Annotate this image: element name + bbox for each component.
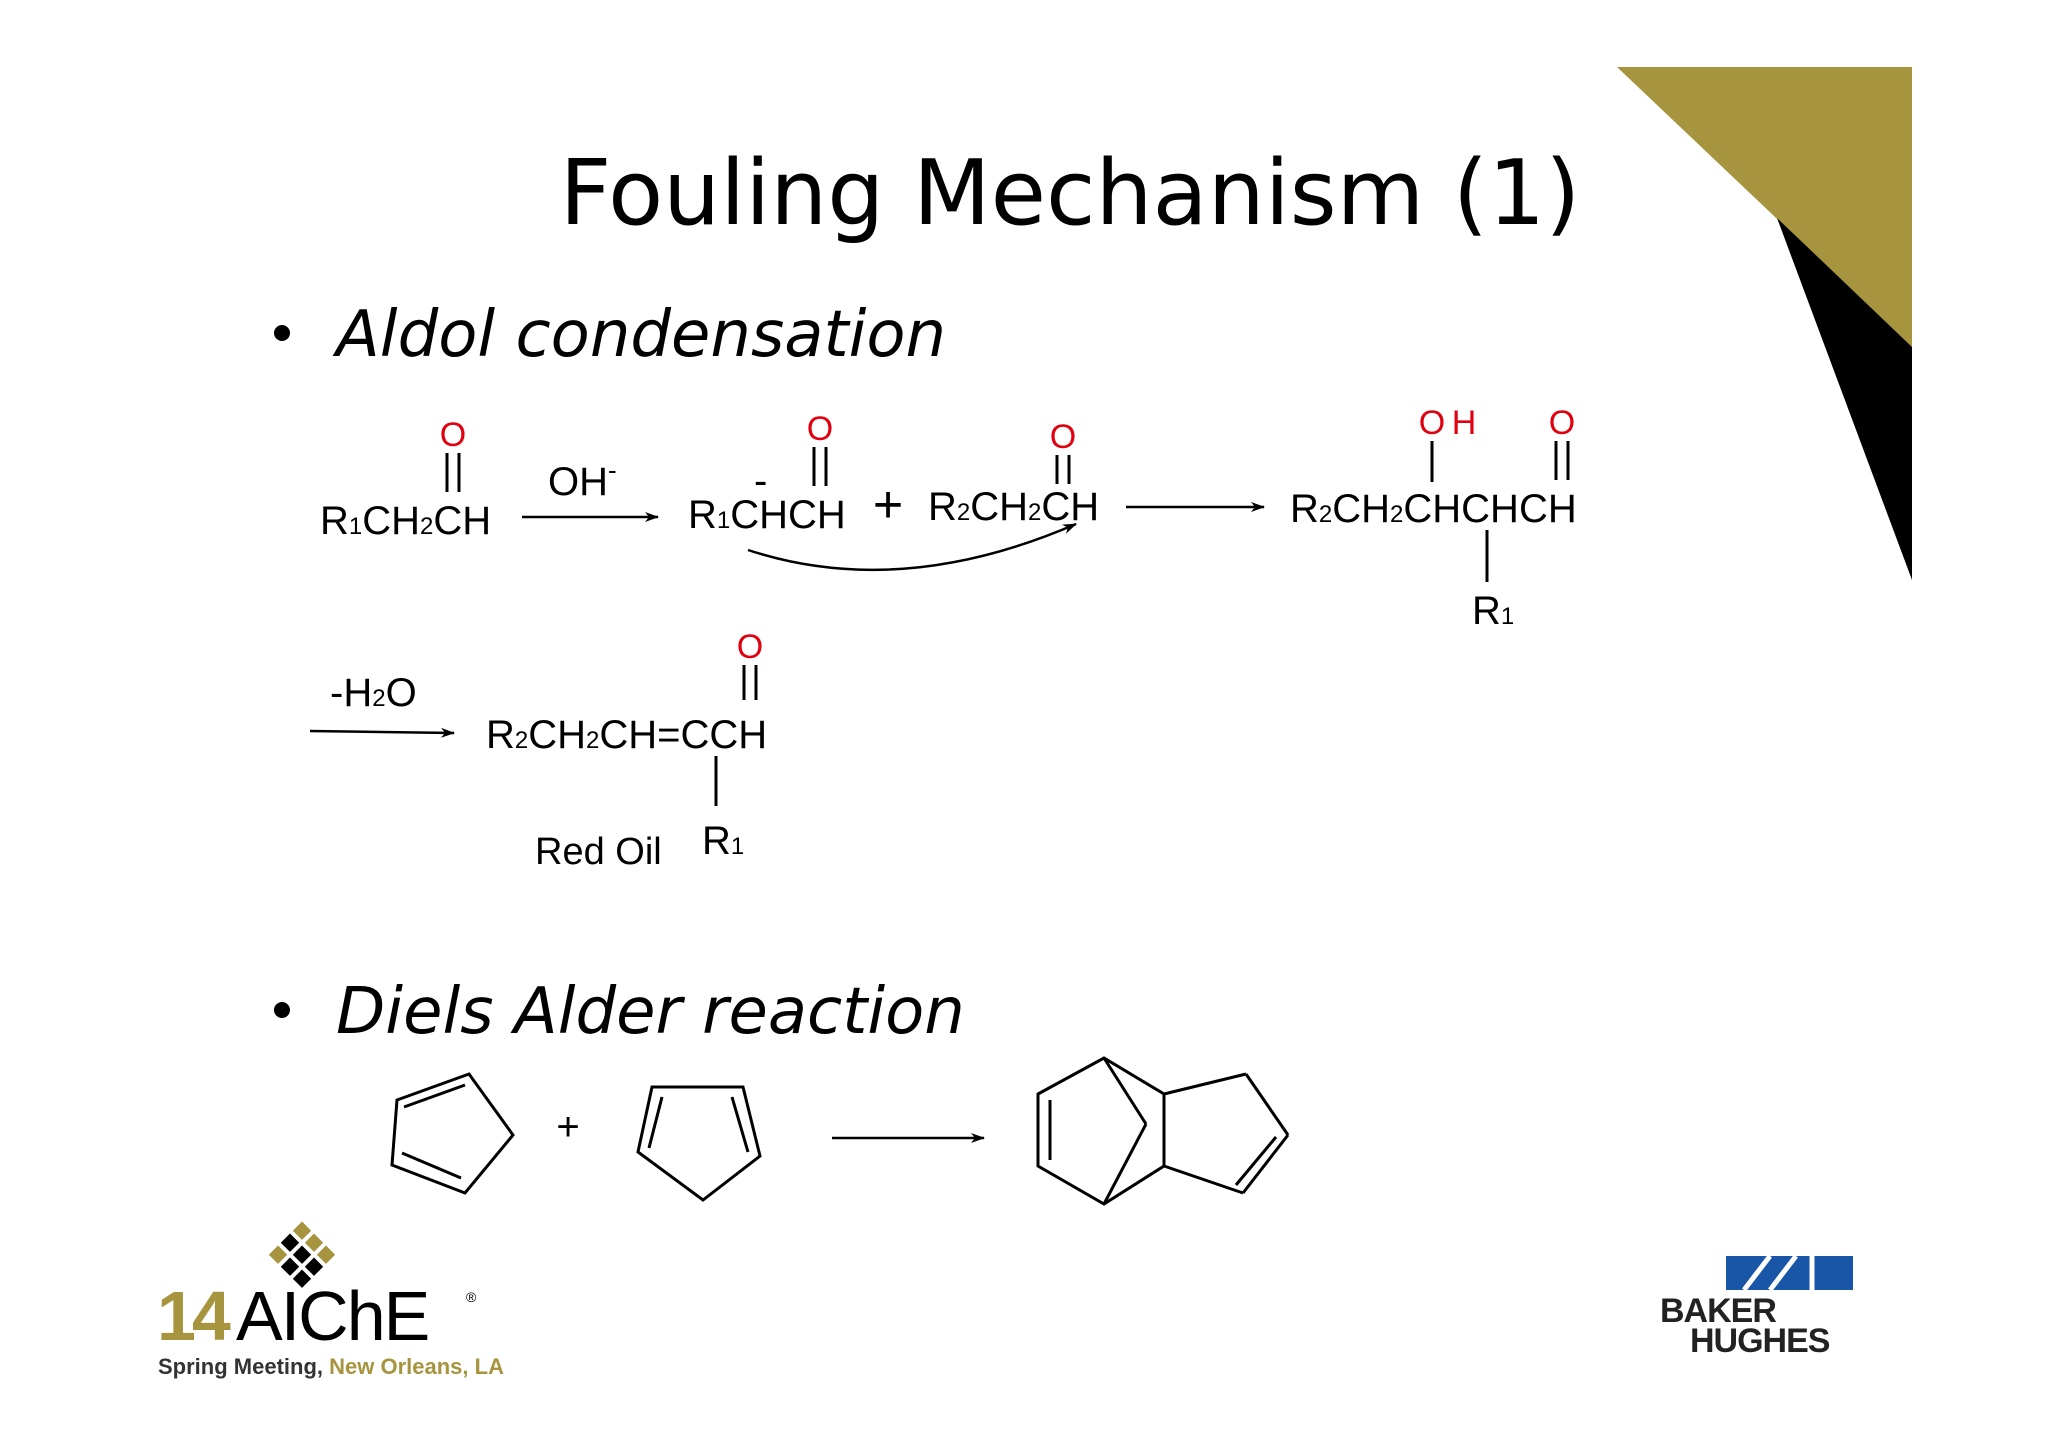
bullet-aldol-condensation: Aldol condensation	[332, 298, 946, 372]
oxygen-4: O	[1549, 404, 1575, 442]
oxygen-2: O	[807, 410, 833, 448]
aiche-registered: ®	[466, 1289, 477, 1305]
oxygen-3: O	[1050, 418, 1076, 456]
curved-attack-arrow	[747, 522, 1077, 572]
product-r1: R1	[1472, 589, 1514, 633]
cyclopentadiene-2	[636, 1085, 762, 1202]
bullet-dot-aldol	[274, 325, 290, 341]
bullet-dot-diels	[274, 1002, 290, 1018]
dehydration-scheme: -H2O R2CH2CH=CCH O R1 Red Oil	[309, 628, 767, 873]
corner-decoration	[1617, 67, 1912, 580]
red-oil-label: Red Oil	[535, 831, 662, 873]
aiche-name: AIChE	[236, 1277, 428, 1355]
red-oil-r1: R1	[702, 819, 744, 863]
baker-hughes-logo: BAKER HUGHES	[1660, 1254, 1853, 1360]
aldol-product: R2CH2CHCHCH	[1290, 487, 1577, 531]
aiche-logo: 14 AIChE ® Spring Meeting, New Orleans, …	[157, 1221, 504, 1379]
reaction-arrow-3	[309, 727, 455, 738]
dehydration-label: -H2O	[330, 671, 417, 715]
hydroxyl-oxygen: O	[1419, 404, 1445, 442]
plus-aldol: +	[873, 476, 903, 534]
baker-text: BAKER	[1660, 1292, 1776, 1330]
aldol-scheme: R1CH2CH O OH- R1CHCH - O + R2CH2CH O	[320, 404, 1577, 633]
aiche-number: 14	[157, 1277, 231, 1355]
cyclopentadiene-1	[390, 1072, 515, 1195]
plus-diels: +	[556, 1105, 579, 1149]
hughes-text: HUGHES	[1690, 1322, 1830, 1360]
red-oil-product: R2CH2CH=CCH	[486, 713, 767, 757]
carbanion-charge: -	[754, 459, 767, 503]
corner-black-triangle	[1777, 218, 1912, 580]
oxygen-5: O	[737, 628, 763, 666]
reagent-hydroxide: OH-	[548, 455, 617, 504]
bullet-diels-alder: Diels Alder reaction	[336, 975, 965, 1049]
oxygen-1: O	[440, 416, 466, 454]
aiche-meeting: Spring Meeting, New Orleans, LA	[158, 1354, 504, 1379]
hydroxyl-hydrogen: H	[1452, 404, 1477, 442]
carbanion: R1CHCH	[688, 493, 846, 537]
reactant-1: R1CH2CH	[320, 499, 491, 543]
dicyclopentadiene	[1036, 1056, 1290, 1206]
slide-title: Fouling Mechanism (1)	[560, 141, 1581, 246]
diels-alder-scheme: +	[390, 1056, 1290, 1206]
reactant-2: R2CH2CH	[928, 485, 1099, 529]
